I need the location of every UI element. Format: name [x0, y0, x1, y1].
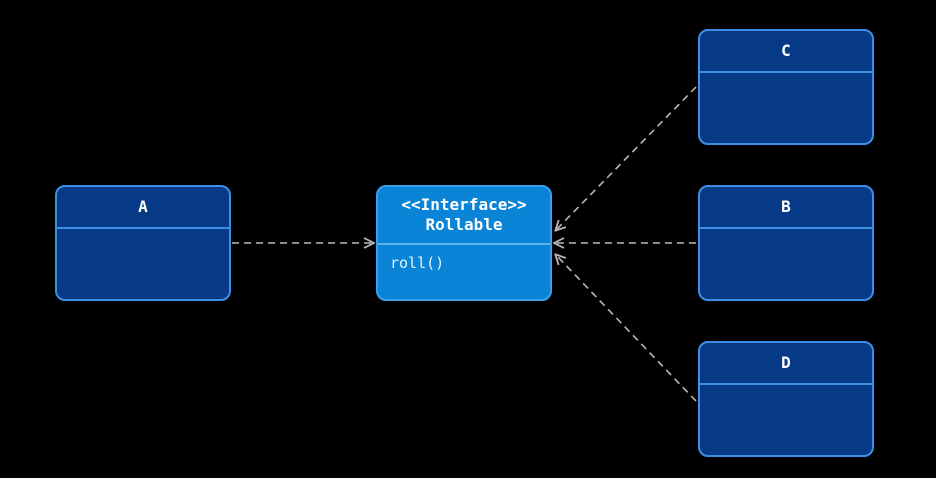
class-header-b: B	[700, 187, 872, 229]
interface-box-rollable[interactable]: <<Interface>> Rollable roll()	[376, 185, 552, 301]
class-name-a: A	[138, 197, 148, 216]
class-name-b: B	[781, 197, 791, 216]
class-box-d[interactable]: D	[698, 341, 874, 457]
class-name-d: D	[781, 353, 791, 372]
interface-name: Rollable	[425, 215, 503, 234]
class-name-c: C	[781, 41, 791, 60]
class-box-c[interactable]: C	[698, 29, 874, 145]
interface-header: <<Interface>> Rollable	[378, 187, 550, 245]
class-header-d: D	[700, 343, 872, 385]
edge-d-to-rollable	[556, 255, 697, 402]
class-header-a: A	[57, 187, 229, 229]
class-header-c: C	[700, 31, 872, 73]
class-box-b[interactable]: B	[698, 185, 874, 301]
interface-stereotype: <<Interface>>	[401, 195, 527, 214]
interface-method-roll: roll()	[390, 254, 445, 272]
class-box-a[interactable]: A	[55, 185, 231, 301]
class-body-b	[700, 229, 872, 245]
class-body-d	[700, 385, 872, 401]
interface-body: roll()	[378, 245, 550, 281]
edge-c-to-rollable	[556, 86, 697, 230]
class-body-c	[700, 73, 872, 89]
class-body-a	[57, 229, 229, 245]
